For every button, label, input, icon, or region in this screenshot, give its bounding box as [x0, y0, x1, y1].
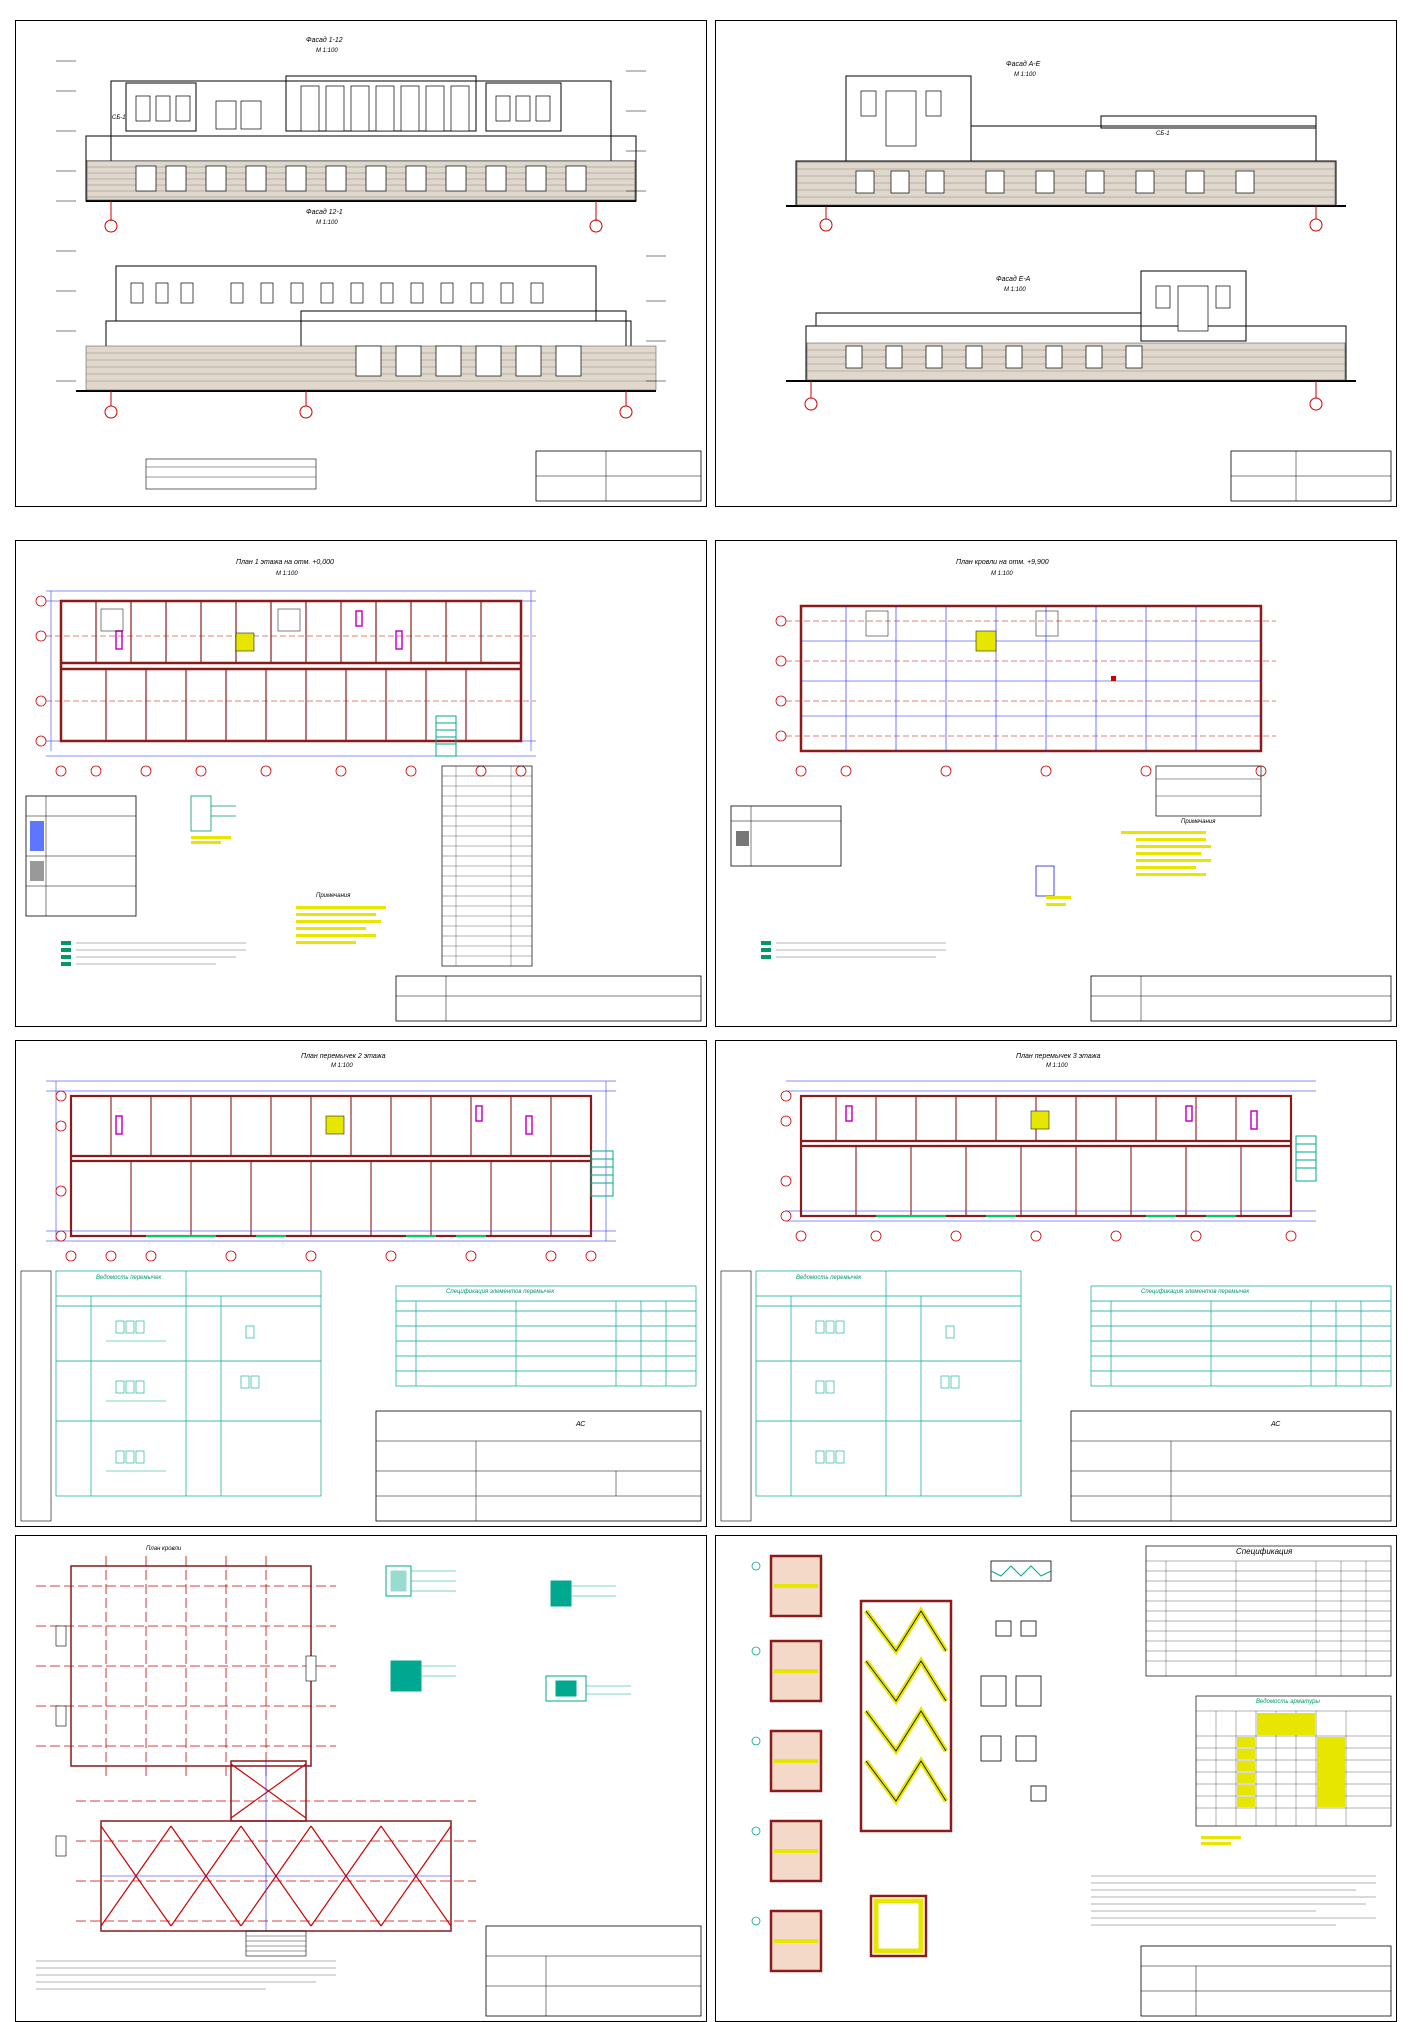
lintel-plan-drawing [20, 1080, 702, 1522]
plan-scale: М 1:100 [1046, 1063, 1068, 1069]
sheet-stairs-specs: Спецификация Ведомость арматуры [715, 1535, 1397, 2022]
sheet-facades-1-12: Фасад 1-12 М 1:100 Фасад 12-1 М 1:100 СБ… [15, 20, 707, 507]
plan-scale: М 1:100 [991, 571, 1013, 577]
plan-title: План перемычек 2 этажа [301, 1053, 386, 1060]
plan-scale: М 1:100 [331, 1063, 353, 1069]
sheet-facades-a-e: Фасад А-Е М 1:100 Фасад Е-А М 1:100 СБ-1 [715, 20, 1397, 507]
stamp-code: АС [576, 1421, 586, 1428]
facade-title-top: Фасад А-Е [1006, 61, 1041, 68]
sheet-roof-plan: План кровли на отм. +9,900 М 1:100 Приме… [715, 540, 1397, 1027]
roof-plan-drawing [730, 604, 1392, 1022]
facade-drawing [56, 60, 702, 502]
plan-title: План кровли на отм. +9,900 [956, 559, 1049, 566]
sheet-plan-1st-floor: План 1 этажа на отм. +0,000 М 1:100 Прим… [15, 540, 707, 1027]
plan-scale: М 1:100 [276, 571, 298, 577]
facade-mark: СБ-1 [112, 115, 126, 121]
plan-title: План 1 этажа на отм. +0,000 [236, 559, 334, 566]
facade-title-bot: Фасад 12-1 [306, 209, 343, 216]
lintel-table-header: Ведомость перемычек [96, 1275, 162, 1281]
spec-title: Спецификация [1236, 1547, 1293, 1556]
notes-title: Примечания [1181, 819, 1216, 825]
notes-title: Примечания [316, 893, 351, 899]
stamp-code: АС [1271, 1421, 1281, 1428]
sheet-roof-framing: План кровли [15, 1535, 707, 2022]
facade-drawing [786, 75, 1392, 502]
sheet-lintel-plan-3: План перемычек 3 этажа М 1:100 Ведомость… [715, 1040, 1397, 1527]
spec-table-header: Спецификация элементов перемычек [1141, 1289, 1250, 1295]
facade-mark: СБ-1 [1156, 131, 1170, 137]
roof-framing-drawing [36, 1556, 702, 2017]
lintel-plan-drawing [720, 1080, 1392, 1522]
facade-title-bot: Фасад Е-А [996, 276, 1031, 283]
spec-table-header: Спецификация элементов перемычек [446, 1289, 555, 1295]
rebar-title: Ведомость арматуры [1256, 1699, 1320, 1705]
facade-scale-bot: М 1:100 [316, 220, 338, 226]
facade-scale-bot: М 1:100 [1004, 287, 1026, 293]
plan-title: План перемычек 3 этажа [1016, 1053, 1101, 1060]
sheet-lintel-plan-2: План перемычек 2 этажа М 1:100 Ведомость… [15, 1040, 707, 1527]
facade-scale-top: М 1:100 [1014, 72, 1036, 78]
lintel-table-header: Ведомость перемычек [796, 1275, 862, 1281]
facade-scale-top: М 1:100 [316, 48, 338, 54]
floor-plan-drawing [25, 590, 702, 1022]
facade-title-top: Фасад 1-12 [306, 37, 343, 44]
stairs-drawing [751, 1545, 1392, 2017]
plan-title: План кровли [146, 1546, 182, 1552]
